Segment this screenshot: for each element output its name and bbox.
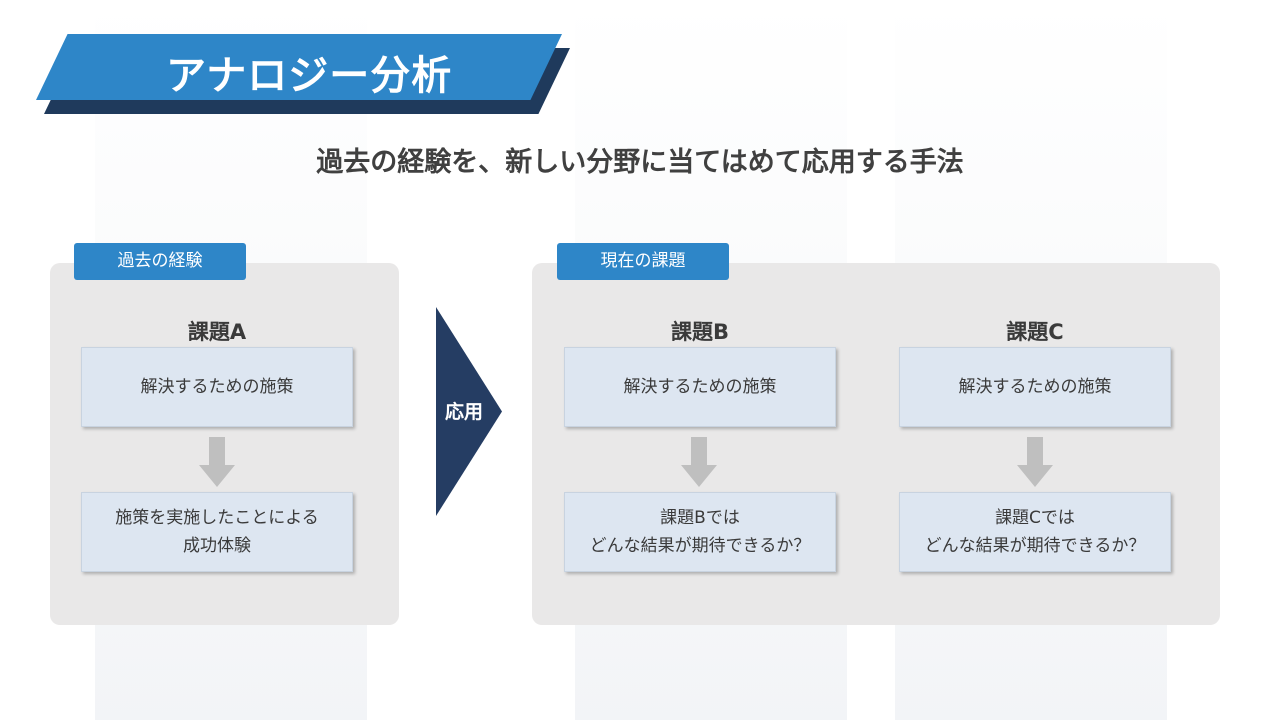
box-text: 解決するための施策 [958, 377, 1112, 397]
box-text-line: どんな結果が期待できるか？ [924, 536, 1146, 556]
box-text-line: 課題Bでは [660, 508, 740, 528]
slide-subtitle: 過去の経験を、新しい分野に当てはめて応用する手法 [316, 147, 964, 178]
box-text: 解決するための施策 [623, 377, 777, 397]
down-arrow-icon [199, 437, 235, 487]
issue-a-heading: 課題A [187, 320, 247, 344]
issue-c-measure-box: 解決するための施策 [899, 347, 1171, 427]
down-arrow-icon [681, 437, 717, 487]
box-text-line: 課題Cでは [995, 508, 1075, 528]
title-banner: アナロジー分析 [36, 34, 576, 116]
past-experience-tag: 過去の経験 [74, 243, 246, 280]
issue-b-heading: 課題B [670, 320, 729, 344]
box-text: 解決するための施策 [140, 377, 294, 397]
issue-b-measure-box: 解決するための施策 [564, 347, 836, 427]
box-text-line: どんな結果が期待できるか？ [589, 536, 811, 556]
issue-b-expectation-box: 課題Bでは どんな結果が期待できるか？ [564, 492, 836, 572]
issue-a-result-box: 施策を実施したことによる 成功体験 [81, 492, 353, 572]
box-text-line: 成功体験 [183, 536, 251, 556]
current-issues-tag: 現在の課題 [557, 243, 729, 280]
box-text-line: 施策を実施したことによる [115, 508, 319, 528]
title-banner-band [36, 34, 562, 100]
down-arrow-icon [1017, 437, 1053, 487]
chevron-right-icon [436, 307, 502, 516]
slide-title: アナロジー分析 [166, 53, 453, 99]
apply-label: 応用 [444, 401, 483, 423]
issue-c-expectation-box: 課題Cでは どんな結果が期待できるか？ [899, 492, 1171, 572]
issue-c-heading: 課題C [1006, 320, 1064, 344]
issue-a-measure-box: 解決するための施策 [81, 347, 353, 427]
